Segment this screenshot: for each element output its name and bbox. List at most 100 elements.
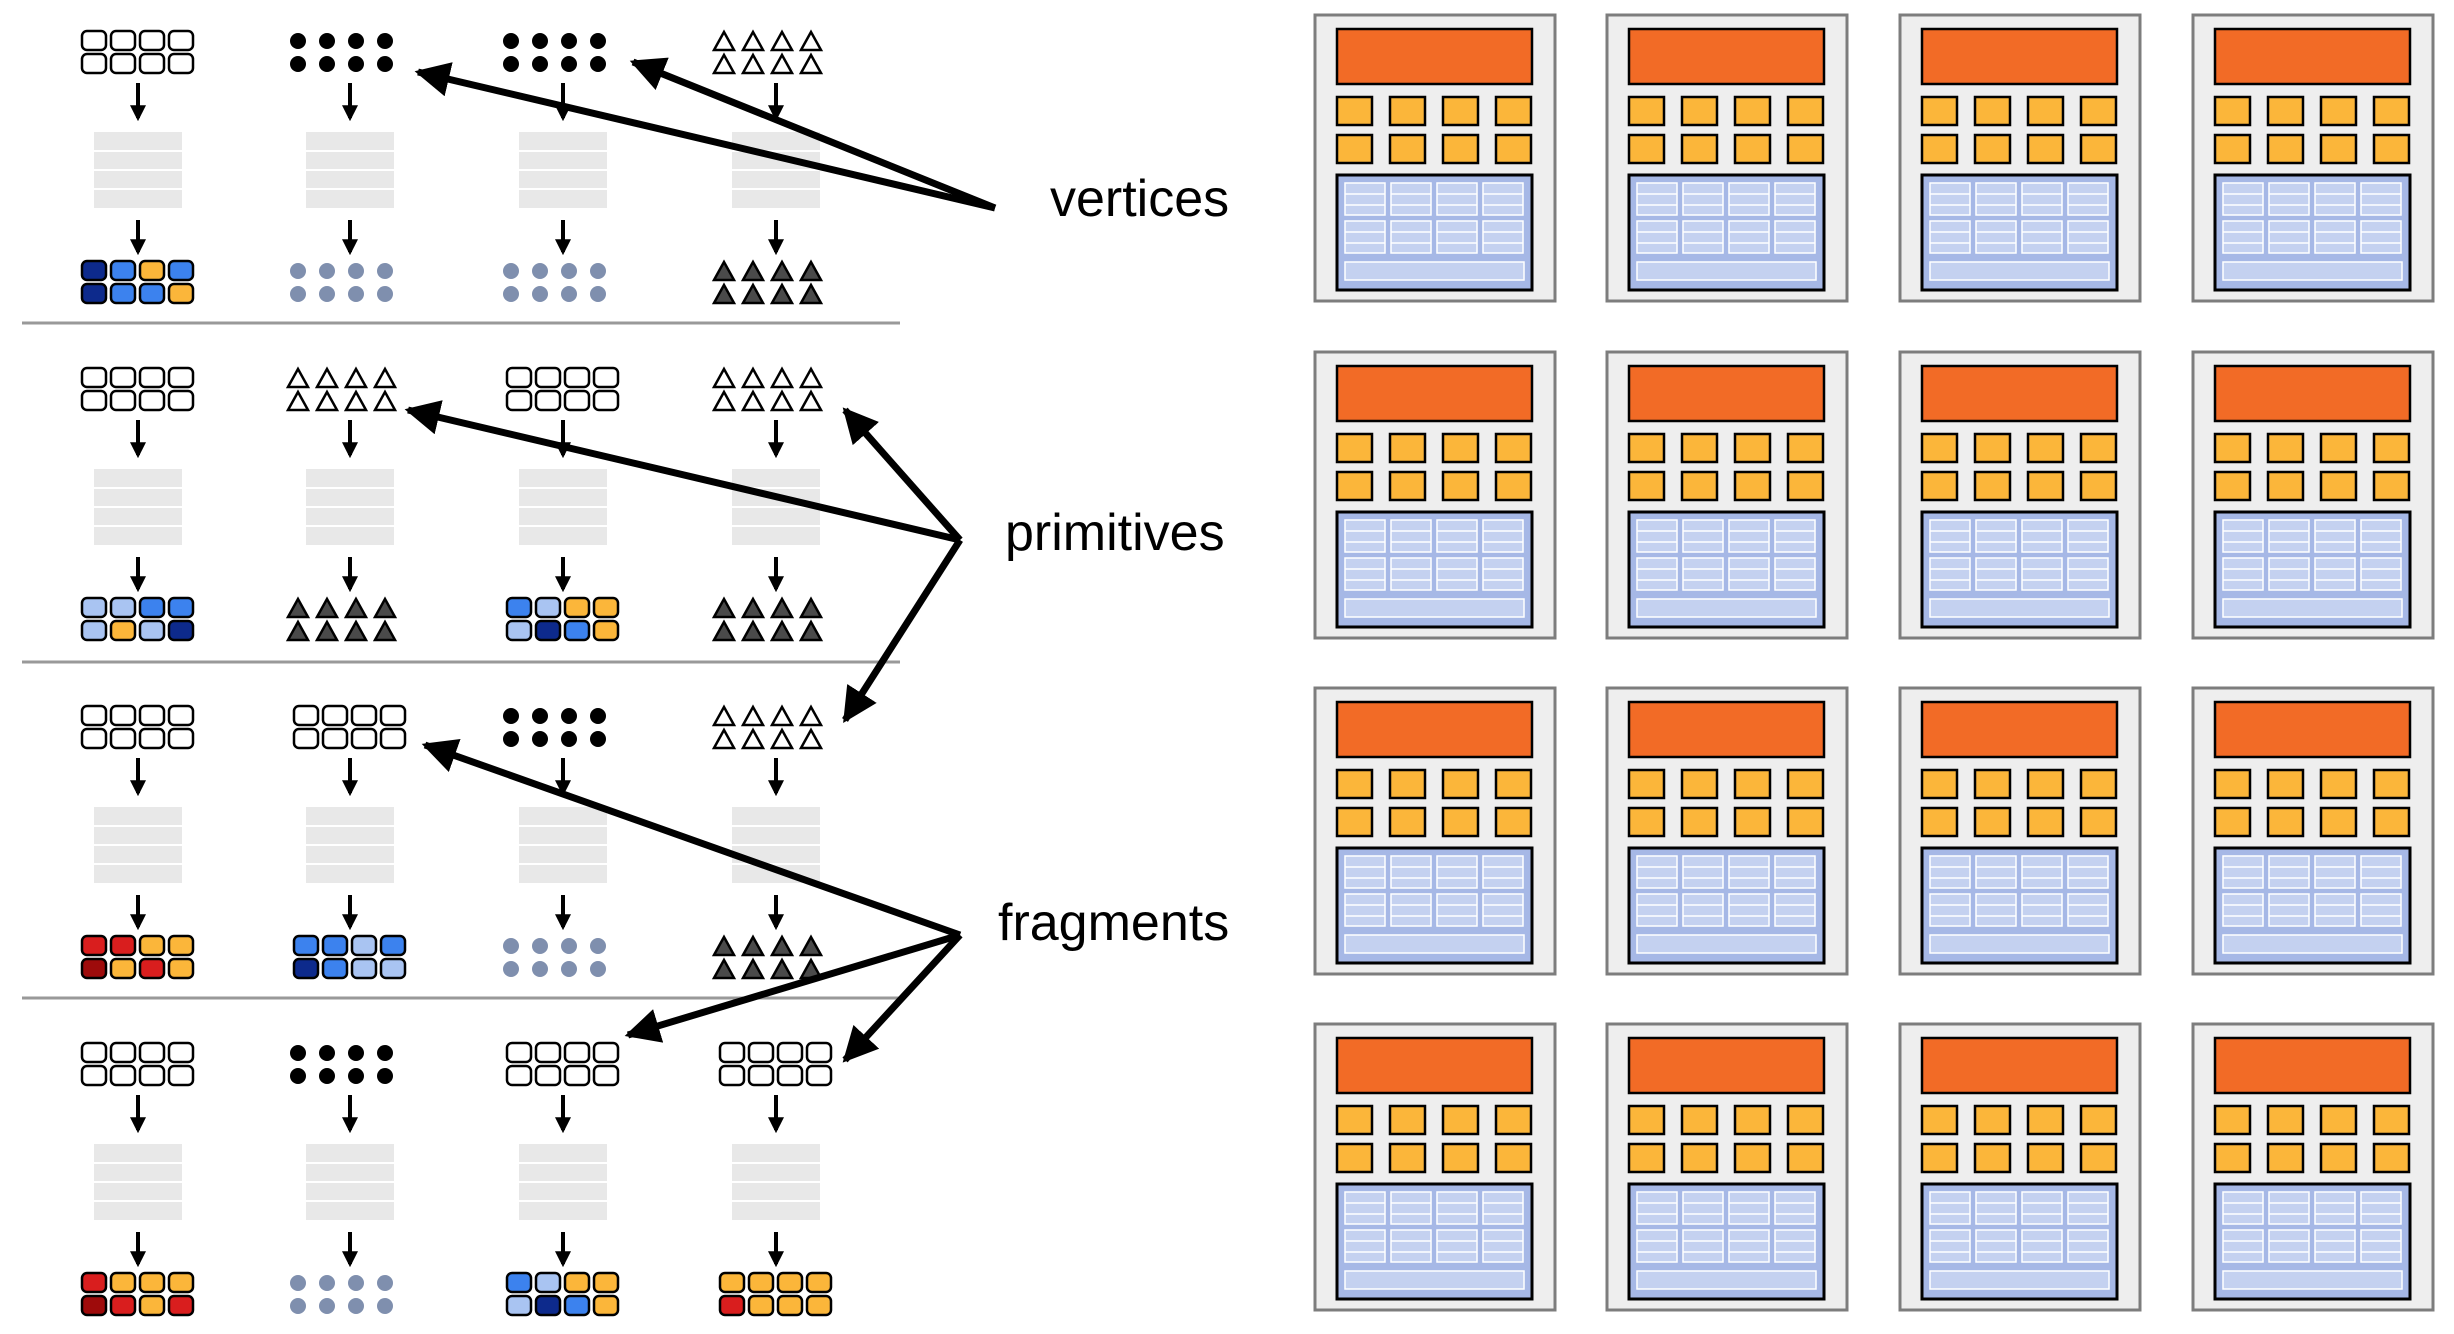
context-cell — [2314, 220, 2356, 254]
vertex-dot — [532, 731, 548, 747]
vertex-dot — [348, 1068, 364, 1084]
primitive-triangle — [711, 934, 737, 957]
shader-stage-block — [519, 469, 607, 545]
alu-unit — [1494, 1142, 1533, 1174]
vertex-dot — [561, 708, 577, 724]
alu-unit — [1733, 432, 1772, 464]
primitive-triangle — [798, 934, 824, 957]
fetch-decode-unit — [2213, 1036, 2412, 1095]
fragment-cell — [292, 957, 320, 980]
alu-unit — [1441, 1142, 1480, 1174]
primitive-triangle — [285, 366, 311, 389]
vertex-dot — [590, 961, 606, 977]
vertex-dot — [503, 286, 519, 302]
alu-unit — [1786, 95, 1825, 127]
context-cell — [1728, 220, 1770, 254]
fragment-cell — [805, 1041, 833, 1064]
primitives-label: primitives — [1005, 504, 1225, 562]
alu-unit — [2319, 768, 2358, 800]
context-cell — [1390, 519, 1432, 553]
fragment-cell — [80, 29, 108, 52]
workload-column — [505, 366, 620, 642]
context-cell — [1436, 557, 1478, 591]
alu-unit — [2026, 133, 2065, 165]
vertex-dot — [561, 961, 577, 977]
context-bar — [1344, 934, 1525, 954]
fragments-arrow — [624, 931, 962, 1043]
context-cell — [1682, 519, 1724, 553]
primitive-triangle — [798, 52, 824, 75]
fragment-cell — [718, 1064, 746, 1087]
fragment-cell — [563, 366, 591, 389]
context-cell — [2360, 220, 2402, 254]
alu-unit — [2026, 1142, 2065, 1174]
primitive-triangle — [798, 704, 824, 727]
fragment-cell — [167, 259, 195, 282]
vertex-dot — [290, 1045, 306, 1061]
fetch-decode-unit — [1627, 1036, 1826, 1095]
vertex-dot — [319, 1068, 335, 1084]
context-cell — [1929, 182, 1971, 216]
primitives-arrow — [842, 407, 963, 543]
fragment-cell — [138, 704, 166, 727]
input-vertex-group — [290, 1045, 393, 1084]
vertex-dot — [319, 286, 335, 302]
alu-unit — [1920, 806, 1959, 838]
context-cell — [1436, 893, 1478, 927]
vertex-dot — [532, 286, 548, 302]
primitive-triangle — [711, 704, 737, 727]
fragment-cell — [109, 596, 137, 619]
alu-unit — [1388, 432, 1427, 464]
fragment-cell — [776, 1041, 804, 1064]
vertex-dot — [561, 33, 577, 49]
shader-core — [1313, 350, 1557, 640]
context-cell — [1390, 1191, 1432, 1225]
context-cell — [2222, 557, 2264, 591]
vertex-dot — [290, 56, 306, 72]
context-cell — [1728, 855, 1770, 889]
context-cell — [1682, 855, 1724, 889]
alu-unit — [1441, 806, 1480, 838]
input-fragment-group — [718, 1041, 833, 1087]
vertex-dot — [348, 263, 364, 279]
output-primitive-group — [285, 596, 398, 642]
fragment-cell — [505, 1294, 533, 1317]
shader-core — [1313, 1022, 1557, 1312]
shader-core — [1605, 686, 1849, 976]
fragment-cell — [80, 957, 108, 980]
fetch-decode-unit — [1335, 27, 1534, 86]
fragment-cell — [138, 1294, 166, 1317]
alu-unit — [2213, 1142, 2252, 1174]
alu-unit — [1973, 768, 2012, 800]
alu-unit — [1786, 432, 1825, 464]
alu-unit — [2213, 95, 2252, 127]
alu-unit — [2213, 768, 2252, 800]
context-cell — [2360, 1191, 2402, 1225]
fragment-cell — [505, 619, 533, 642]
output-fragment-group — [718, 1271, 833, 1317]
primitive-triangle — [711, 596, 737, 619]
fragment-cell — [534, 619, 562, 642]
alu-unit — [1973, 1142, 2012, 1174]
fragment-cell — [138, 727, 166, 750]
vertex-dot — [290, 1068, 306, 1084]
shader-stage-block — [306, 1144, 394, 1220]
shader-core — [1605, 1022, 1849, 1312]
alu-unit — [1973, 432, 2012, 464]
fragment-cell — [138, 957, 166, 980]
context-cell — [2067, 557, 2109, 591]
fragment-cell — [80, 596, 108, 619]
primitive-triangle — [314, 619, 340, 642]
context-cell — [1728, 519, 1770, 553]
fragment-cell — [109, 52, 137, 75]
shader-core — [1605, 350, 1849, 640]
vertex-dot — [319, 1298, 335, 1314]
primitive-triangle — [769, 727, 795, 750]
alu-unit — [1733, 133, 1772, 165]
fragment-cell — [80, 704, 108, 727]
context-cell — [2021, 519, 2063, 553]
context-cell — [2067, 855, 2109, 889]
fragment-cell — [138, 1064, 166, 1087]
alu-unit — [1786, 470, 1825, 502]
context-cell — [1482, 1229, 1524, 1263]
